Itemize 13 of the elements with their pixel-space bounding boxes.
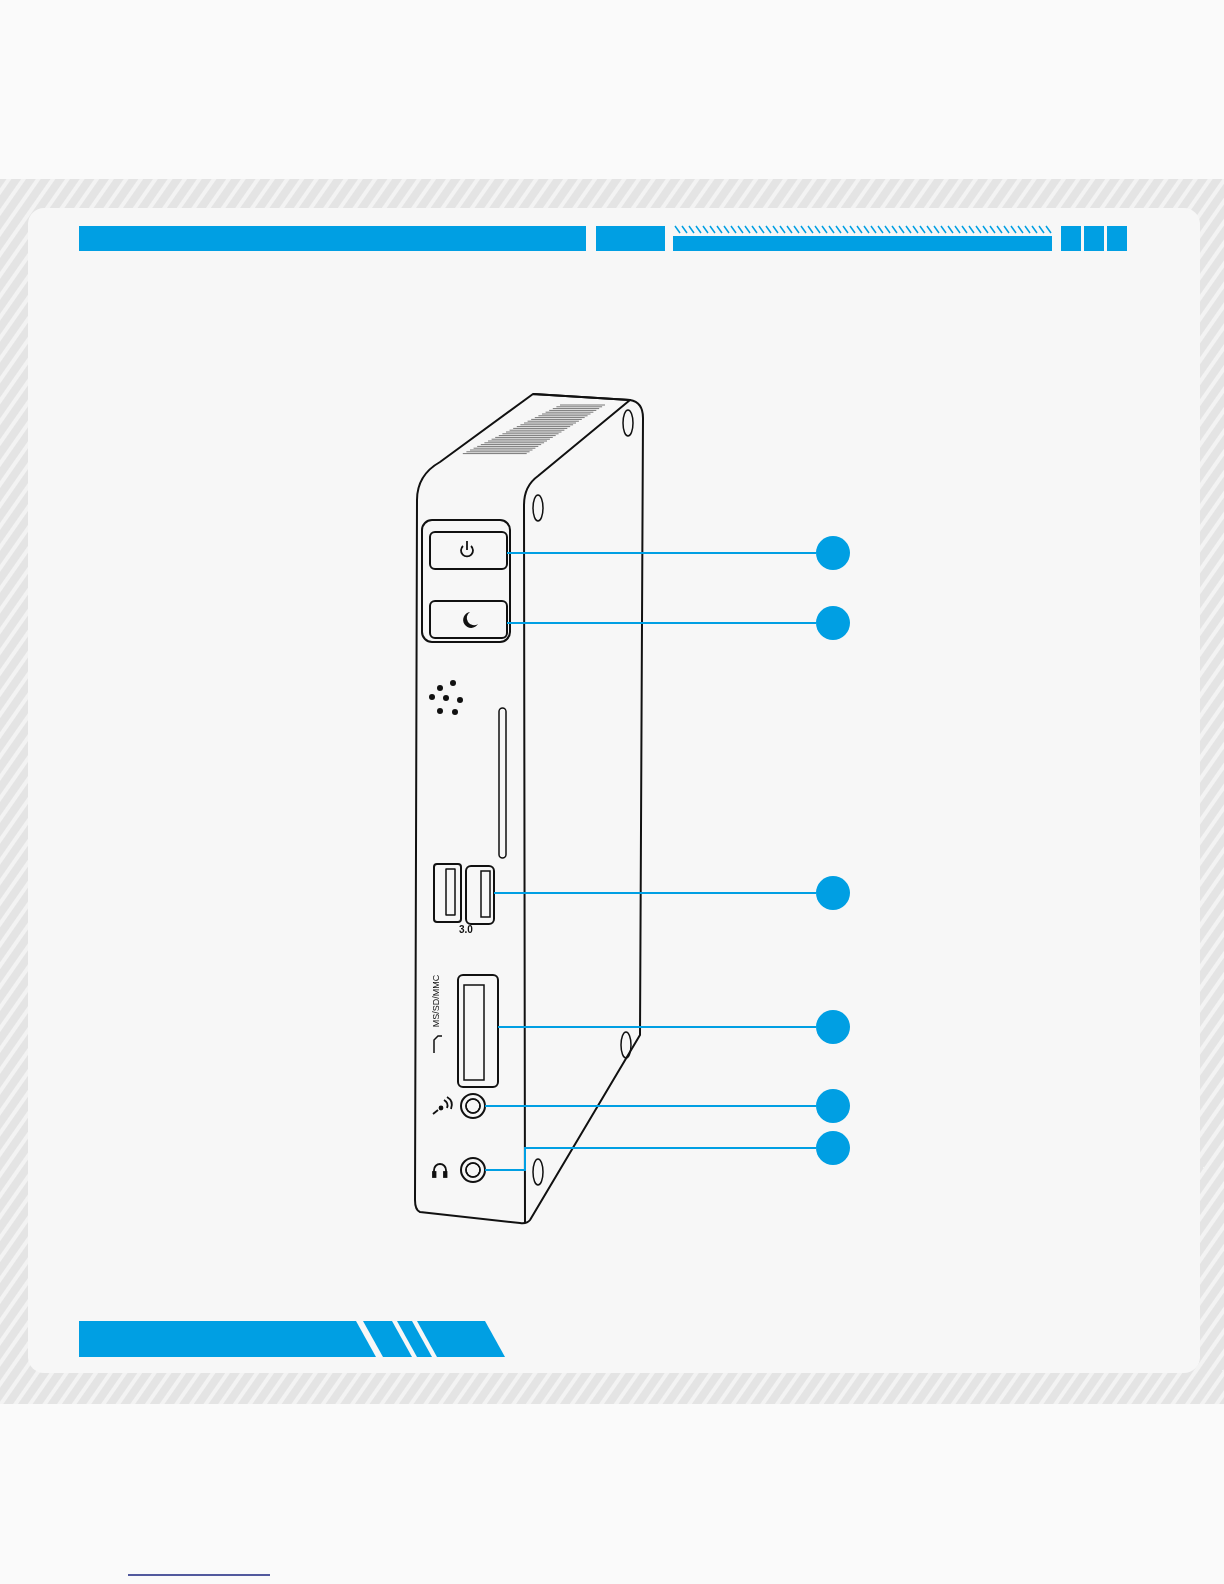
card-type-label: MS/SD/MMC — [431, 974, 442, 1028]
leader-line — [493, 892, 817, 894]
power-button — [429, 531, 508, 570]
leader-line — [484, 1147, 817, 1171]
card-reader-slot — [457, 974, 499, 1088]
sleep-button — [429, 600, 508, 639]
leader-line — [506, 622, 817, 624]
microphone-jack — [460, 1093, 486, 1119]
leader-line — [497, 1026, 817, 1028]
leader-line — [484, 1105, 817, 1107]
headphone-jack — [460, 1157, 486, 1183]
usb-version-label: 3.0 — [459, 924, 473, 935]
leader-line — [506, 552, 817, 554]
